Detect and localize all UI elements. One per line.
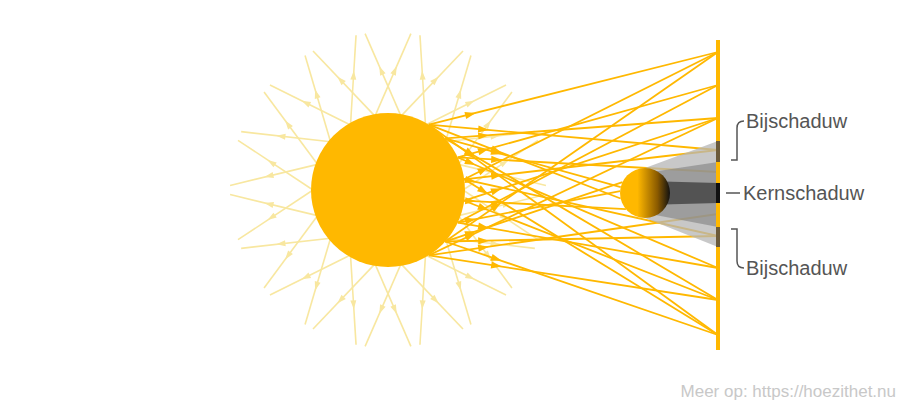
light-ray-arrow bbox=[491, 261, 502, 268]
light-ray bbox=[429, 125, 718, 335]
sun-ray-arrow bbox=[420, 71, 426, 80]
sun-ray bbox=[241, 132, 330, 142]
bracket bbox=[731, 229, 744, 268]
light-ray bbox=[445, 242, 718, 335]
light-ray-arrow bbox=[478, 245, 489, 252]
sun-ray bbox=[270, 85, 351, 125]
sun-ray-arrow bbox=[337, 77, 345, 86]
sun-ray-arrow bbox=[337, 295, 345, 304]
sun-ray-arrow bbox=[379, 66, 385, 75]
light-ray bbox=[458, 191, 620, 223]
sun-ray bbox=[375, 264, 411, 346]
sun-ray bbox=[264, 216, 317, 288]
ball bbox=[620, 168, 670, 218]
sun-ray-arrow bbox=[285, 121, 293, 130]
shadow-label: Bijschaduw bbox=[746, 108, 847, 134]
sun-ray bbox=[230, 195, 317, 216]
light-ray-arrow bbox=[478, 237, 489, 244]
sun-ray-arrow bbox=[390, 304, 396, 313]
sun-ray bbox=[426, 85, 507, 125]
light-ray bbox=[445, 182, 622, 241]
light-ray-arrow bbox=[464, 157, 475, 165]
sun-ray-arrow bbox=[268, 213, 277, 220]
sun-ray bbox=[420, 255, 426, 345]
light-ray-arrow bbox=[477, 167, 488, 175]
brackets bbox=[726, 121, 744, 268]
light-ray-arrow bbox=[464, 112, 475, 119]
sun-ray-arrow bbox=[265, 172, 274, 178]
sun-ray bbox=[238, 190, 313, 240]
light-ray-arrow bbox=[490, 203, 501, 212]
sun-ray bbox=[270, 255, 351, 295]
light-ray-arrow bbox=[491, 173, 502, 180]
sun-ray bbox=[365, 264, 401, 346]
sun-ray-arrow bbox=[379, 304, 385, 313]
sun-ray bbox=[420, 35, 426, 125]
shadow-label: Bijschaduw bbox=[746, 255, 847, 281]
light-ray-arrow bbox=[490, 254, 501, 261]
sun-ray-arrow bbox=[265, 202, 274, 208]
sun-ray bbox=[351, 255, 357, 345]
sun-ray-arrow bbox=[285, 250, 293, 259]
sun-ray bbox=[313, 264, 375, 329]
sun-ray-arrow bbox=[390, 66, 396, 75]
light-ray-arrow bbox=[464, 233, 475, 241]
sun-ray bbox=[238, 140, 313, 190]
light-ray-arrow bbox=[490, 188, 501, 195]
sun-ray bbox=[375, 34, 411, 116]
light-ray bbox=[429, 52, 718, 125]
light-ray-arrow bbox=[478, 125, 489, 132]
sun-ray-arrow bbox=[430, 295, 438, 304]
sun-ray-arrow bbox=[455, 281, 461, 290]
bracket bbox=[731, 121, 744, 160]
leader-line bbox=[726, 192, 740, 194]
light-ray bbox=[458, 85, 718, 223]
sun-ray bbox=[241, 238, 330, 248]
shadow-label: Kernschaduw bbox=[743, 180, 864, 206]
screen bbox=[716, 40, 720, 350]
sun-ray-arrow bbox=[315, 90, 321, 99]
sun-ray-arrow bbox=[465, 101, 474, 108]
sun-ray-arrow bbox=[350, 71, 356, 80]
screen-shadow bbox=[716, 183, 720, 203]
sun-ray bbox=[313, 51, 375, 116]
watermark: Meer op: https://hoezithet.nu bbox=[681, 381, 896, 403]
light-ray bbox=[445, 52, 718, 242]
light-ray bbox=[429, 255, 718, 300]
sun-ray-arrow bbox=[276, 134, 285, 140]
sun-ray-arrow bbox=[455, 90, 461, 99]
sun-ray-arrow bbox=[315, 281, 321, 290]
sun-ray bbox=[401, 264, 463, 329]
sun-ray-arrow bbox=[302, 273, 311, 280]
sun-ray-arrow bbox=[350, 300, 356, 309]
sun-ray bbox=[305, 238, 330, 324]
light-ray-arrow bbox=[477, 148, 488, 155]
sun-ray bbox=[264, 92, 317, 164]
sun-ray-arrow bbox=[430, 77, 438, 86]
sun-ray-arrow bbox=[268, 160, 277, 167]
sun-ray-arrow bbox=[465, 273, 474, 280]
screen-shadow bbox=[716, 141, 720, 162]
sun-ray bbox=[230, 164, 317, 185]
sun-ray bbox=[401, 51, 463, 116]
light-rays bbox=[429, 52, 718, 335]
sun-ray-arrow bbox=[420, 300, 426, 309]
sun-ray bbox=[365, 34, 401, 116]
sun-ray-arrow bbox=[302, 101, 311, 108]
sun bbox=[311, 113, 465, 267]
light-ray bbox=[429, 118, 718, 255]
sun-ray bbox=[305, 56, 330, 142]
sun-ray-arrow bbox=[276, 240, 285, 246]
sun-ray bbox=[351, 35, 357, 125]
sun-rays bbox=[230, 34, 546, 347]
light-ray-arrow bbox=[478, 132, 489, 139]
light-ray bbox=[458, 85, 718, 157]
screen-shadow bbox=[716, 227, 720, 247]
